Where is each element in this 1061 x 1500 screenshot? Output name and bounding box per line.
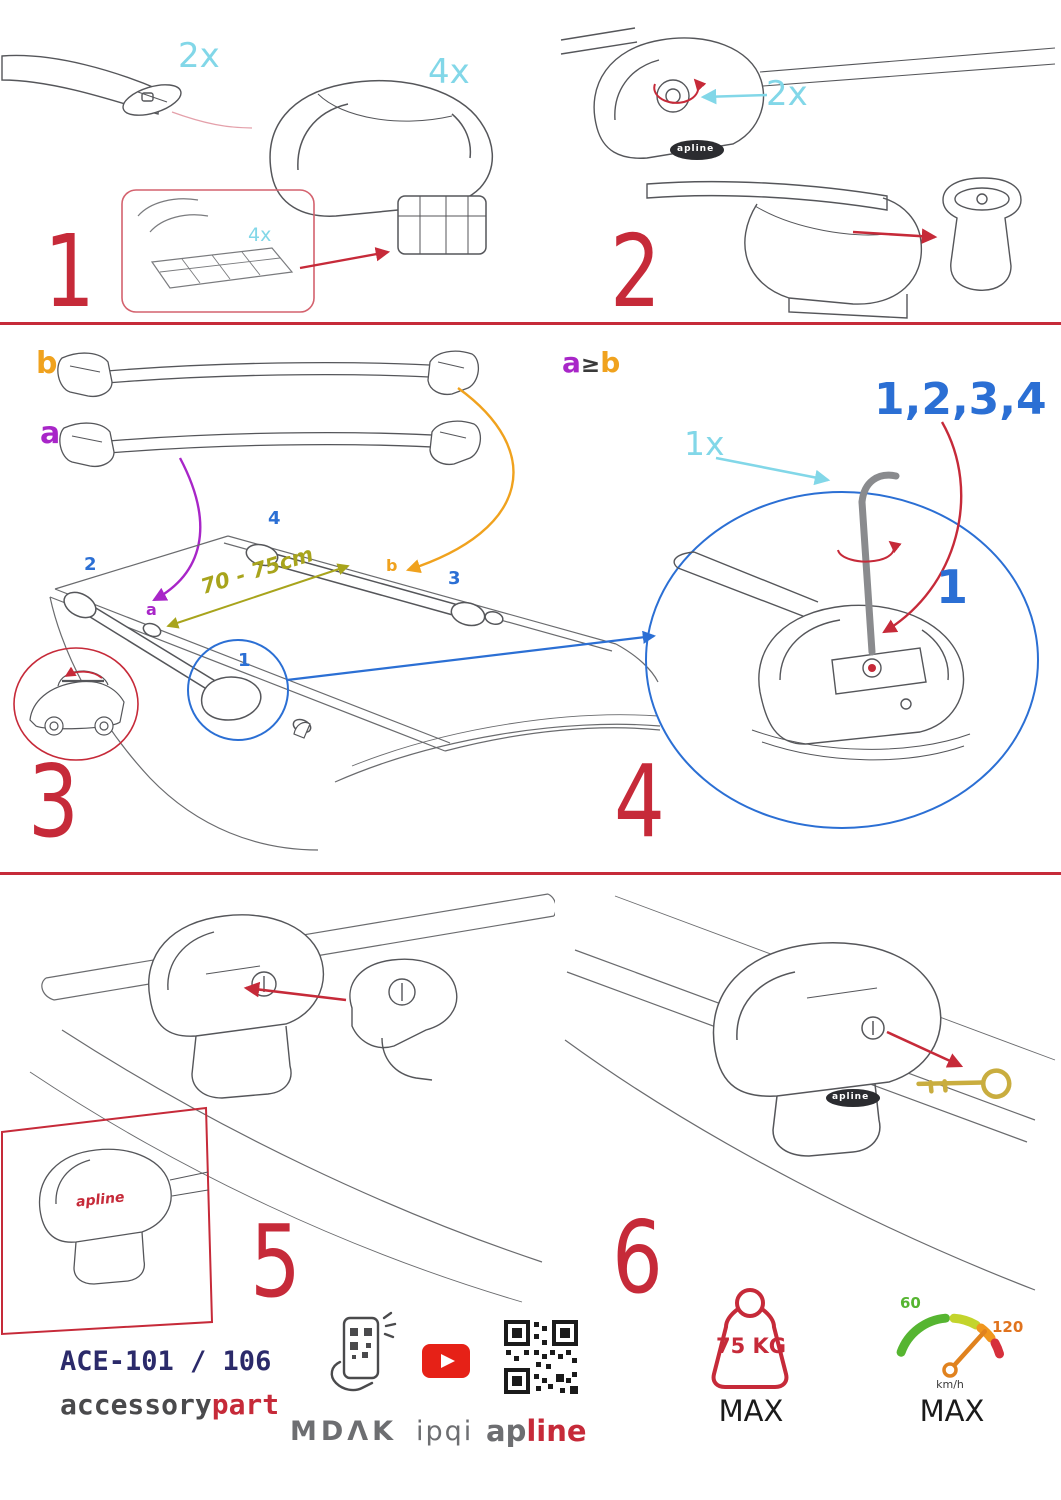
- section-divider-1: [0, 322, 1061, 325]
- crossbar-a-drawing: [59, 420, 482, 468]
- step4-number: 4: [614, 743, 665, 860]
- detail-inset-frame: [121, 189, 315, 313]
- position-1-callout: 1: [936, 560, 969, 614]
- speed-high-label: 120: [992, 1318, 1024, 1336]
- bolt-target-dot: [868, 664, 876, 672]
- speedometer-icon: [896, 1313, 1004, 1378]
- roof-position-2: 2: [84, 554, 97, 575]
- attach-cover-arrow: [852, 228, 938, 244]
- car-side-view-drawing: [29, 670, 125, 736]
- step1-illustration: [1, 54, 493, 313]
- speedometer-needle: [947, 1329, 988, 1373]
- bar-end-cover-drawing: [646, 177, 1022, 319]
- rule-a-geq-b: a≥b: [562, 346, 620, 379]
- install-sequence: 1,2,3,4: [874, 374, 1047, 425]
- step3-illustration: [13, 350, 660, 851]
- car-direction-arrow: [64, 666, 103, 679]
- rubber-pad-drawing: [137, 198, 294, 289]
- key-drawing: [916, 1068, 1012, 1099]
- spread-dimension-arrow: [166, 563, 350, 629]
- step5-number: 5: [250, 1203, 301, 1320]
- apline-badge-step6: apline: [832, 1092, 870, 1102]
- car-inset-circle: [13, 647, 139, 761]
- leader-line: [171, 111, 253, 129]
- roof-position-4: 4: [268, 508, 281, 529]
- knob-callout-arrow: [700, 88, 768, 105]
- apline-logo-red: line: [526, 1414, 587, 1448]
- foot-lock-drawing: [148, 914, 458, 1099]
- apline-logo-gray: ap: [486, 1414, 527, 1448]
- position1-highlight-circle: [187, 639, 289, 741]
- youtube-icon: [422, 1344, 470, 1378]
- bar-a-label: a: [40, 416, 61, 451]
- step6-number: 6: [612, 1199, 663, 1316]
- step4-illustration: [645, 421, 1039, 829]
- step1-number: 1: [44, 213, 95, 330]
- max-speed-label: MAX: [919, 1394, 985, 1428]
- section-divider-2: [0, 872, 1061, 875]
- apline-logo: apline: [486, 1414, 587, 1448]
- model-number: ACE-101 / 106: [60, 1346, 272, 1377]
- brand-wordmark: accessorypart: [60, 1388, 279, 1421]
- torque-arrow: [837, 540, 902, 563]
- bar-b-placement-arrow: [405, 387, 515, 574]
- max-weight-icon: [711, 1288, 789, 1389]
- step5-illustration: [0, 893, 555, 1336]
- step2-illustration: [560, 27, 1056, 319]
- step3-number: 3: [28, 743, 79, 860]
- foot-keyhole-drawing: [712, 942, 942, 1157]
- qty-label-pads: 4x: [248, 224, 272, 246]
- phone-qr-icon: [330, 1311, 397, 1392]
- insert-key-arrow: [886, 1030, 964, 1068]
- bar-b-label: b: [36, 346, 58, 381]
- mdak-logo: MDΛK: [290, 1416, 398, 1447]
- roof-position-1: 1: [238, 650, 251, 671]
- insert-lock-arrow: [243, 981, 347, 1002]
- qty-label-knobs: 2x: [766, 74, 808, 114]
- zoom-ellipse: [645, 491, 1039, 829]
- max-load-value: 75 KG: [715, 1334, 787, 1358]
- roof-bar-a-label: a: [146, 600, 157, 619]
- step2-number: 2: [610, 213, 661, 330]
- roof-bar-b-label: b: [386, 556, 398, 575]
- speed-low-label: 60: [900, 1294, 921, 1312]
- inset-frame-step5: [0, 1106, 214, 1336]
- qty-label-bars: 2x: [178, 36, 220, 76]
- allen-key-callout-arrow: [715, 456, 831, 486]
- crossbar-b-drawing: [57, 350, 480, 398]
- turn-knob-arrow: [653, 78, 707, 104]
- step6-illustration: [564, 895, 1056, 1291]
- crossbar-tube-drawing: [1, 54, 182, 116]
- foot-drawing: [269, 80, 493, 255]
- qty-label-allen-key: 1x: [684, 424, 725, 463]
- rule-operator: ≥: [580, 352, 601, 378]
- qr-code: [502, 1318, 580, 1396]
- bar-a-placement-arrow: [152, 457, 202, 602]
- max-load-label: MAX: [718, 1394, 784, 1428]
- apline-badge-plate: [826, 1089, 880, 1107]
- brand-wordmark-red: part: [211, 1388, 280, 1421]
- speed-unit: km/h: [936, 1378, 964, 1391]
- rule-b: b: [600, 346, 621, 379]
- insert-pad-arrow: [299, 247, 391, 270]
- ipqi-logo: ipqi: [416, 1416, 474, 1447]
- tighten-sequence-arrow: [882, 421, 963, 634]
- inset-foot-drawing: [38, 1148, 209, 1285]
- qty-label-feet: 4x: [428, 52, 470, 92]
- rule-a: a: [562, 346, 581, 379]
- foot-knob-drawing: [560, 27, 1056, 160]
- allen-key-drawing: [858, 471, 900, 656]
- roof-rail-drawing: [29, 893, 555, 1303]
- brand-wordmark-gray: accessory: [60, 1388, 212, 1421]
- apline-badge-step2: apline: [677, 144, 715, 154]
- magnified-foot-drawing: [673, 551, 971, 761]
- roof-position-3: 3: [448, 568, 461, 589]
- zoom-callout-arrow: [286, 630, 656, 682]
